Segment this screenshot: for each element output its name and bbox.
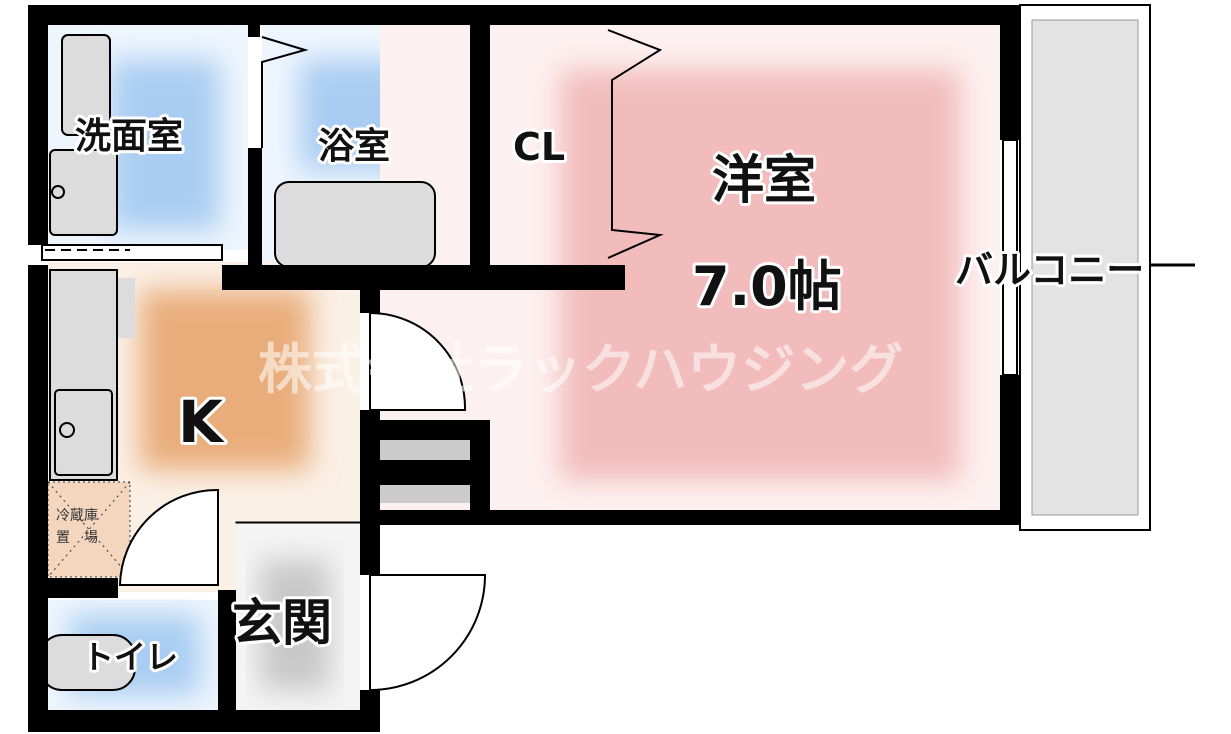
entrance-tint — [260, 560, 330, 690]
openings — [41, 29, 1018, 692]
sink-drain — [59, 422, 75, 438]
wall-wash-bath-lower — [248, 148, 262, 288]
label-western-room-size: 7.0帖 — [692, 255, 842, 318]
fridge-space-label-line1: 冷蔵庫 — [56, 507, 98, 524]
storage-shelf-2 — [380, 485, 475, 503]
wall-hall-upper — [360, 285, 380, 313]
washroom-tint — [110, 60, 220, 230]
door-entrance[interactable] — [369, 574, 487, 692]
wall-right-upper — [1000, 5, 1020, 140]
storage-frame-right — [470, 420, 490, 510]
wall-bottom-western — [360, 510, 1020, 525]
label-kitchen: K — [178, 388, 225, 456]
door-bath-folding[interactable] — [261, 36, 309, 148]
stair-storage — [380, 440, 475, 503]
wall-bath-closet — [470, 5, 490, 290]
fixtures — [39, 34, 436, 691]
wall-below-bath — [222, 265, 625, 290]
wall-hall-mid — [360, 410, 380, 575]
kitchen-tint — [140, 290, 310, 470]
western-room-tint — [560, 70, 960, 480]
label-washroom: 洗面室 — [75, 116, 183, 157]
walls — [28, 5, 1020, 732]
watermark: 株式会社ラックハウジング — [258, 338, 903, 401]
fridge-space-label-line2: 置 場 — [56, 530, 98, 546]
label-bathroom: 浴室 — [318, 126, 390, 167]
label-western-room: 洋室 — [712, 151, 816, 211]
wall-bottom — [28, 710, 380, 732]
entrance-step — [235, 521, 361, 524]
balcony-inner — [1031, 19, 1139, 516]
wash-basin — [49, 149, 118, 236]
wall-kitchen-toilet — [28, 578, 118, 598]
door-western-room[interactable] — [369, 311, 467, 411]
bathtub — [274, 181, 436, 268]
wall-toilet-entrance — [218, 590, 236, 732]
wall-left-upper — [28, 5, 48, 245]
fridge-space: 冷蔵庫 置 場 — [47, 481, 131, 578]
door-kitchen-toilet[interactable] — [118, 488, 219, 586]
basin-drain — [51, 185, 65, 199]
washing-machine — [61, 34, 111, 136]
label-entrance: 玄関 — [232, 594, 332, 652]
wall-wash-bath-upper — [248, 5, 260, 37]
door-closet-folding[interactable] — [607, 29, 664, 259]
storage-frame-top — [380, 420, 490, 440]
storage-shelf-1 — [380, 440, 475, 460]
wall-closet-right-top — [600, 5, 608, 25]
kitchen-sink — [54, 389, 113, 476]
label-balcony: バルコニー — [955, 248, 1144, 292]
window-right[interactable] — [1002, 139, 1018, 376]
label-toilet: トイレ — [82, 638, 178, 676]
wall-left-lower — [28, 265, 48, 732]
label-closet: CL — [513, 125, 565, 169]
wall-right-lower — [1000, 375, 1020, 525]
window-washroom[interactable] — [41, 244, 223, 261]
wall-top — [28, 5, 1020, 25]
